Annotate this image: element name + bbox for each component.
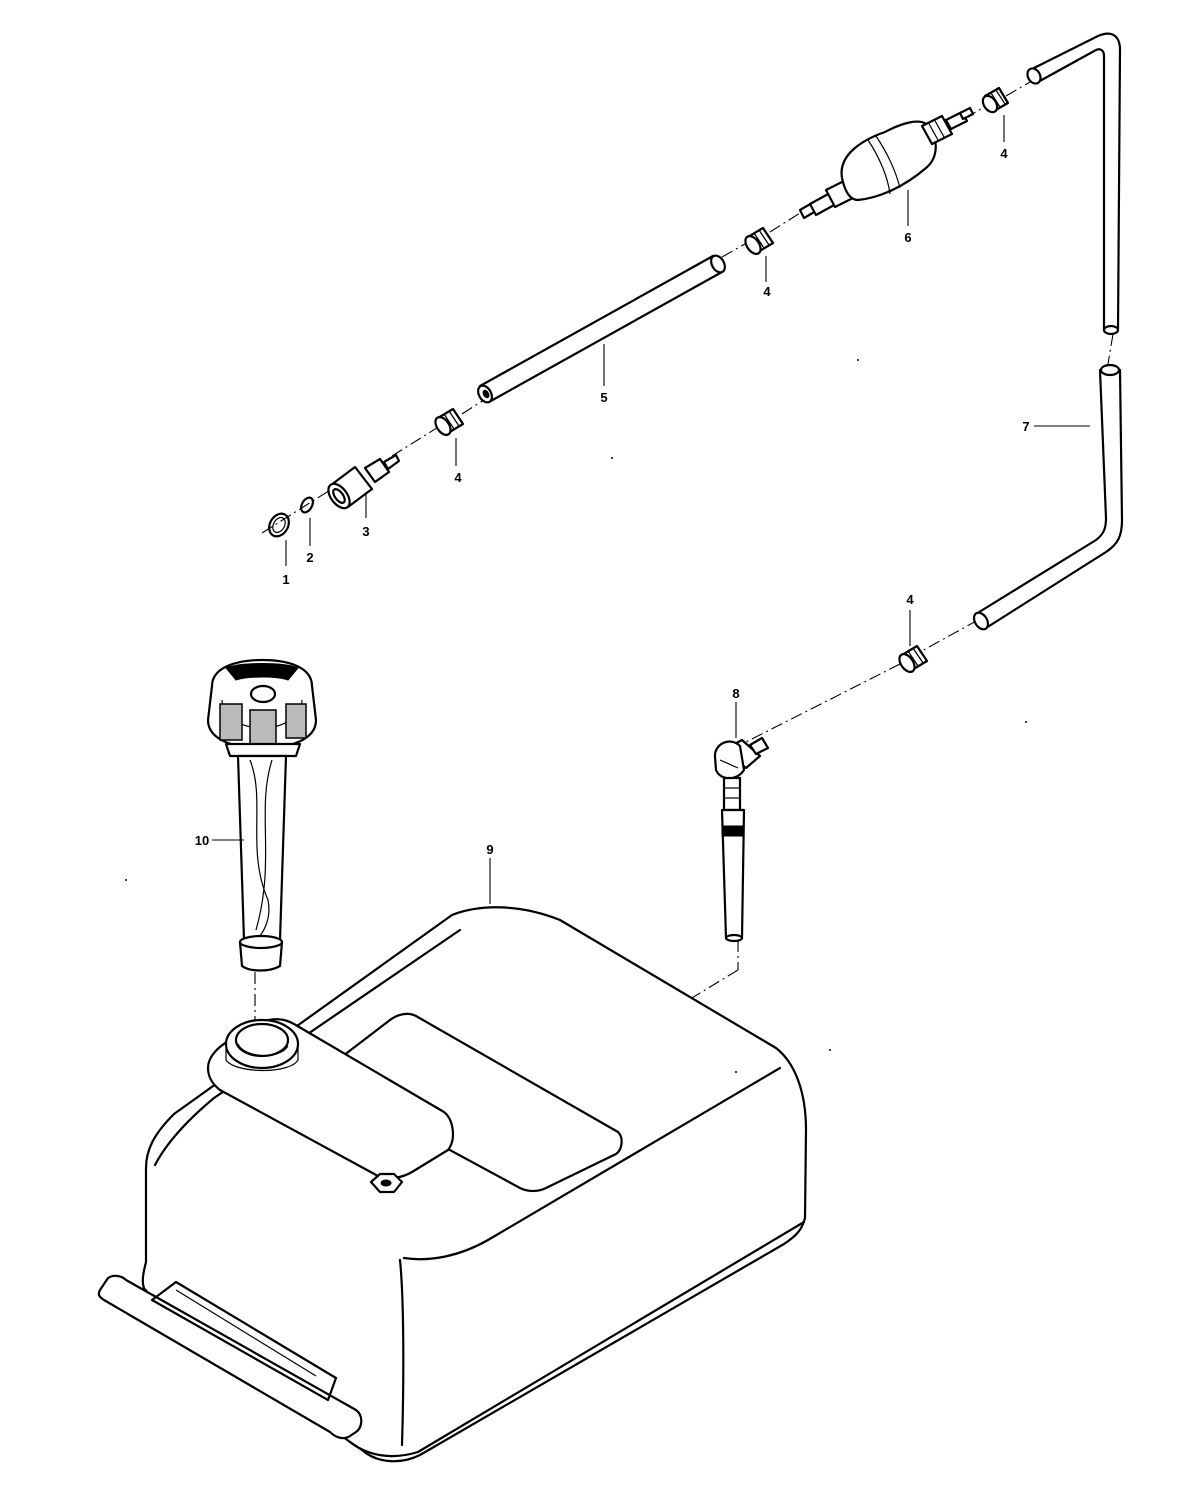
callout-4-d: 4 [906,592,914,607]
part-8-pickup-tube [713,736,770,943]
callout-8: 8 [732,686,739,701]
callout-numbers: 1 2 3 4 5 4 6 4 7 4 8 9 10 [195,146,1030,857]
part-10-fuel-gauge [206,658,318,972]
part-3-connector [327,453,401,510]
callout-5: 5 [600,390,607,405]
part-4-hose-clamp-b [744,226,775,255]
part-2-small-o-ring [300,496,314,514]
callout-4-c: 4 [1000,146,1008,161]
part-4-hose-clamp-a [434,407,465,436]
part-1-o-ring [268,512,290,538]
part-5-fuel-hose [477,254,726,404]
scan-specks [125,359,1027,1073]
callout-10: 10 [195,833,209,848]
part-9-fuel-tank [97,906,808,1463]
callout-4-b: 4 [763,284,771,299]
callout-6: 6 [904,230,911,245]
part-6-primer-bulb [798,106,975,220]
callout-4-a: 4 [454,470,462,485]
callout-1: 1 [282,572,289,587]
callout-7: 7 [1022,419,1029,434]
part-7-formed-hose [972,32,1124,631]
callout-9: 9 [486,842,493,857]
part-4-hose-clamp-d [898,644,929,673]
callout-2: 2 [306,550,313,565]
callout-3: 3 [362,524,369,539]
leader-lines [212,115,1090,904]
part-4-hose-clamp-c [981,86,1010,114]
